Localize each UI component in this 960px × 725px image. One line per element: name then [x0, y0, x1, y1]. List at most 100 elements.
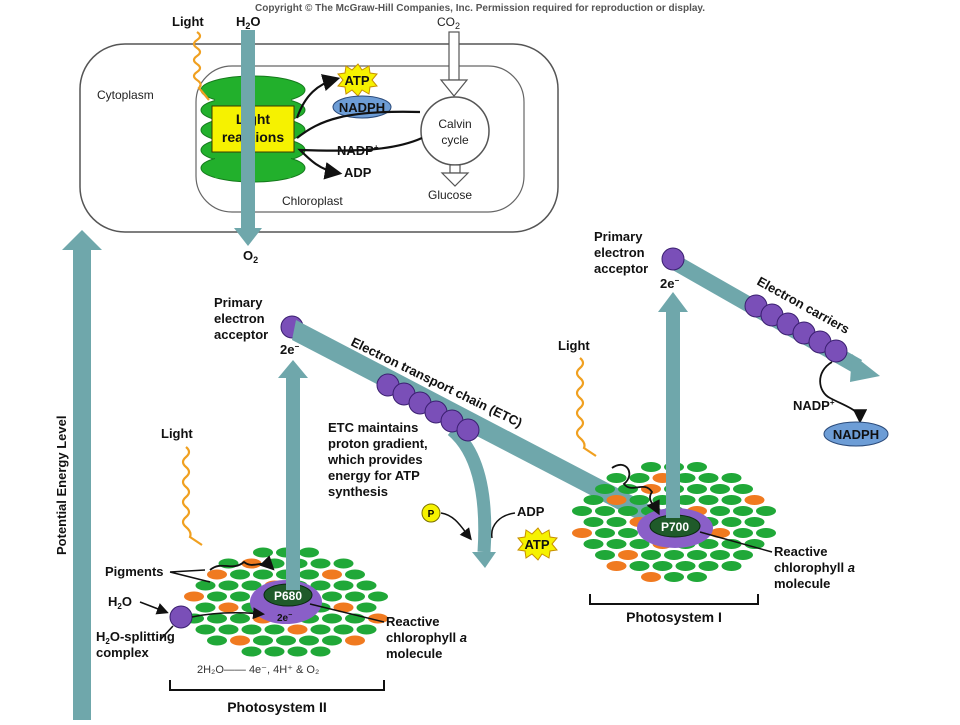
pigment-molecule — [310, 558, 331, 569]
pigment-molecule — [241, 646, 262, 657]
pigment-molecule — [276, 635, 296, 646]
pigments-pointer — [169, 569, 211, 583]
pigment-molecule — [368, 591, 388, 602]
etc-note-2: proton gradient, — [328, 436, 428, 451]
pigment-molecule — [698, 495, 719, 505]
pigment-molecule — [721, 473, 742, 483]
ps2-reactive-3: molecule — [386, 646, 442, 661]
etc-note-3: which provides — [327, 452, 423, 467]
etc-adp-label: ADP — [517, 504, 545, 519]
co2-arrow-head — [439, 79, 469, 97]
pigment-molecule — [356, 580, 377, 591]
pigments-label: Pigments — [105, 564, 164, 579]
ps1-acceptor-2: electron — [594, 245, 645, 260]
pigment-molecule — [687, 550, 707, 560]
ps1-pigment-energy-arrows — [611, 463, 660, 516]
photosystem-ii: P680 2e− 2e− Primary electron acceptor L… — [96, 295, 467, 715]
splitting-electron-path — [191, 607, 265, 620]
pigment-molecule — [264, 558, 285, 569]
ps1-nadph-oval — [823, 421, 889, 447]
ps1-title: Photosystem I — [626, 609, 722, 625]
pigment-molecule — [687, 462, 707, 472]
pigment-molecule — [195, 624, 216, 635]
ps2-light-wave — [181, 446, 203, 546]
h2o-o2-arrow-shaft — [241, 30, 255, 230]
photosystem-i: P700 2e− Electron carriers Primary elect… — [558, 229, 889, 625]
pigment-molecule — [675, 495, 696, 505]
pigment-molecule — [207, 635, 227, 646]
pigment-molecule — [287, 646, 308, 657]
pigment-molecule — [333, 602, 354, 613]
pigment-molecule — [756, 528, 776, 538]
pigment-molecule — [675, 561, 696, 571]
p680-label: P680 — [274, 589, 302, 603]
etc-atp-branch-head — [472, 552, 496, 568]
pigment-molecule — [629, 539, 650, 549]
pigment-molecule — [322, 569, 342, 580]
adp-pointer — [491, 512, 516, 539]
pigment-molecule — [629, 561, 650, 571]
pigment-molecule — [572, 528, 592, 538]
ps2-2e-label: 2e− — [280, 342, 299, 357]
pigment-molecule — [641, 462, 661, 472]
pigment-molecule — [710, 550, 730, 560]
pigment-molecule — [595, 528, 615, 538]
pigment-molecule — [744, 517, 765, 527]
overview-atp-burst — [337, 63, 378, 97]
ps2-bracket — [169, 680, 385, 691]
pigment-molecule — [698, 473, 719, 483]
calvin-label-2: cycle — [441, 133, 469, 147]
glucose-arrow-shaft — [449, 164, 461, 174]
overview-atp-label: ATP — [344, 73, 369, 88]
pigment-molecule — [733, 506, 753, 516]
pigment-molecule — [698, 561, 719, 571]
copyright-text: Copyright © The McGraw-Hill Companies, I… — [255, 3, 705, 14]
pigment-molecule — [595, 484, 615, 494]
pigment-molecule — [595, 506, 615, 516]
etc-atp-label: ATP — [524, 537, 549, 552]
etc-note-1: ETC maintains — [328, 420, 418, 435]
etc-atp-branch — [447, 425, 492, 553]
phosphate-label: P — [428, 509, 435, 520]
etc-atp-burst — [517, 527, 558, 561]
pigment-molecule — [356, 624, 377, 635]
pigment-molecule — [230, 635, 250, 646]
pigment-molecule — [230, 591, 250, 602]
pigment-molecule — [629, 495, 650, 505]
energy-axis-label: Potential Energy Level — [54, 416, 69, 555]
pigment-molecule — [618, 484, 638, 494]
glucose-label: Glucose — [428, 188, 472, 202]
ps1-reactive-3: molecule — [774, 576, 830, 591]
pigment-molecule — [241, 558, 262, 569]
pigment-molecule — [230, 569, 250, 580]
overview-adp-label: ADP — [344, 165, 372, 180]
pigment-molecule — [583, 495, 604, 505]
pigment-molecule — [721, 561, 742, 571]
pigment-molecule — [583, 539, 604, 549]
water-equation: 2H₂O—— 4e⁻, 4H⁺ & O₂ — [197, 664, 319, 676]
pigment-molecule — [733, 484, 753, 494]
pigment-molecule — [241, 624, 262, 635]
ps2-up-arrow-head — [278, 360, 308, 378]
pigment-molecule — [675, 473, 696, 483]
pigment-molecule — [756, 506, 776, 516]
pigment-molecule — [710, 506, 730, 516]
pigment-molecule — [641, 550, 661, 560]
pigment-molecule — [310, 646, 331, 657]
pigment-molecule — [733, 550, 753, 560]
pigment-molecule — [218, 580, 239, 591]
ps1-bracket — [589, 594, 759, 605]
ps1-acceptor-3: acceptor — [594, 261, 648, 276]
pigment-molecule — [207, 569, 227, 580]
ps1-carrier-band-head — [850, 354, 880, 382]
etc-note-5: synthesis — [328, 484, 388, 499]
ps1-reactive-1: Reactive — [774, 544, 827, 559]
pigment-molecule — [322, 613, 342, 624]
cytoplasm-label: Cytoplasm — [97, 88, 154, 102]
pigment-molecule — [310, 624, 331, 635]
pigment-molecule — [264, 624, 285, 635]
pigment-molecule — [218, 624, 239, 635]
pigment-molecule — [287, 624, 308, 635]
glucose-arrow-head — [440, 172, 470, 187]
